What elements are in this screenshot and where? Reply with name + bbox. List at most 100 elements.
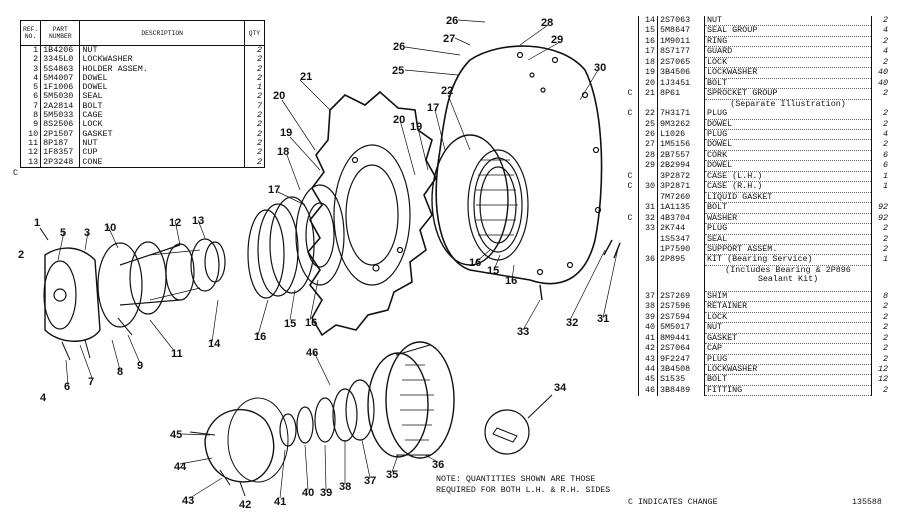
cell-mark <box>622 150 639 160</box>
cell-part: 8S7177 <box>657 46 705 58</box>
cell-part <box>657 275 705 285</box>
cell-desc: DOWEL <box>704 139 872 151</box>
cell-mark <box>622 26 639 36</box>
cell-desc: NUT <box>79 138 245 149</box>
cell-part: 7M7260 <box>657 192 705 203</box>
cell-ref: 6 <box>33 92 39 102</box>
cell-qty: 2 <box>243 157 265 168</box>
cell-desc: BOLT <box>704 374 872 386</box>
cell-part <box>657 284 705 292</box>
callout-number: 13 <box>192 215 205 227</box>
cell-qty: 6 <box>871 150 890 161</box>
cell-mark <box>622 333 639 343</box>
callout-number: 22 <box>441 85 454 97</box>
cell-mark <box>622 364 639 374</box>
cell-ref <box>638 192 658 203</box>
cell-qty: 4 <box>871 129 890 140</box>
cell-part: 5M8647 <box>657 25 705 37</box>
cell-desc: CONE <box>79 157 245 168</box>
cell-ref: 25 <box>638 119 658 130</box>
cell-qty: 2 <box>243 73 265 84</box>
cell-ref <box>638 244 658 255</box>
cell-part: 1F1006 <box>40 83 80 93</box>
cell-qty: 2 <box>871 57 890 68</box>
cell-ref: 30 <box>638 181 658 193</box>
cell-ref <box>638 265 658 276</box>
table-row <box>622 284 890 292</box>
cell-part: 3B4508 <box>657 364 705 375</box>
cell-mark <box>622 302 639 312</box>
cell-ref: 33 <box>638 223 658 235</box>
cell-ref: 44 <box>638 364 658 375</box>
cell-part: 3B4506 <box>657 67 705 79</box>
callout-number: 3 <box>84 227 91 239</box>
cell-desc: (Separate Illustration) <box>704 99 872 110</box>
cell-ref: 7 <box>33 101 39 111</box>
cell-ref: 40 <box>638 322 658 334</box>
cell-ref <box>638 99 658 110</box>
cell-ref: 21 <box>638 88 658 100</box>
cell-qty: 2 <box>871 36 890 47</box>
cell-part: 1S5347 <box>657 234 705 245</box>
callout-number: 44 <box>174 461 187 473</box>
cell-desc: NUT <box>79 45 245 56</box>
cell-qty: 8 <box>871 291 890 302</box>
change-marker: C <box>13 168 19 178</box>
cell-part: 8S2506 <box>40 120 80 130</box>
callout-number: 46 <box>306 347 319 359</box>
cell-part: L1026 <box>657 129 705 140</box>
cell-mark <box>622 161 639 171</box>
callout-number: 17 <box>427 102 440 114</box>
callout-number: 28 <box>541 17 554 29</box>
cell-mark <box>622 344 639 354</box>
cell-ref: 4 <box>33 73 39 83</box>
callout-number: 8 <box>117 366 124 378</box>
cell-mark <box>622 255 639 265</box>
cell-ref: 43 <box>638 354 658 365</box>
cell-part: 3P2871 <box>657 181 705 193</box>
cell-desc: SPROCKET GROUP <box>704 88 872 100</box>
cell-mark: C <box>627 88 633 99</box>
cell-qty: 4 <box>871 46 890 58</box>
cell-qty <box>871 99 890 110</box>
cell-desc: GUARD <box>704 46 872 58</box>
cell-part: 8P187 <box>40 138 80 149</box>
col-header-qty: QTY <box>243 20 266 46</box>
cell-part: 5S4863 <box>40 64 80 74</box>
cell-part: 5M5030 <box>40 92 80 102</box>
cell-qty: 2 <box>871 301 890 313</box>
cell-ref: 36 <box>638 254 658 266</box>
illustration-number: 135588 <box>852 498 882 507</box>
cell-qty: 1 <box>871 254 890 266</box>
cell-qty: 2 <box>243 55 265 65</box>
cell-ref: 11 <box>28 138 39 148</box>
cell-desc: LOCKWASHER <box>704 67 872 79</box>
callout-number: 4 <box>40 392 47 404</box>
cell-qty: 1 <box>243 83 265 93</box>
cell-part: 2P895 <box>657 254 705 266</box>
cell-ref: 19 <box>638 67 658 79</box>
callout-number: 27 <box>443 33 456 45</box>
callout-number: 19 <box>410 121 423 133</box>
cell-part: 5M5017 <box>657 322 705 334</box>
cell-ref: 27 <box>638 139 658 151</box>
note-line: NOTE: QUANTITIES SHOWN ARE THOSE <box>436 475 596 484</box>
cell-desc: HOLDER ASSEM. <box>79 64 245 74</box>
cell-desc: LOCK <box>704 312 872 324</box>
cell-desc: SEAL GROUP <box>704 25 872 37</box>
holder-assembly <box>39 227 133 361</box>
